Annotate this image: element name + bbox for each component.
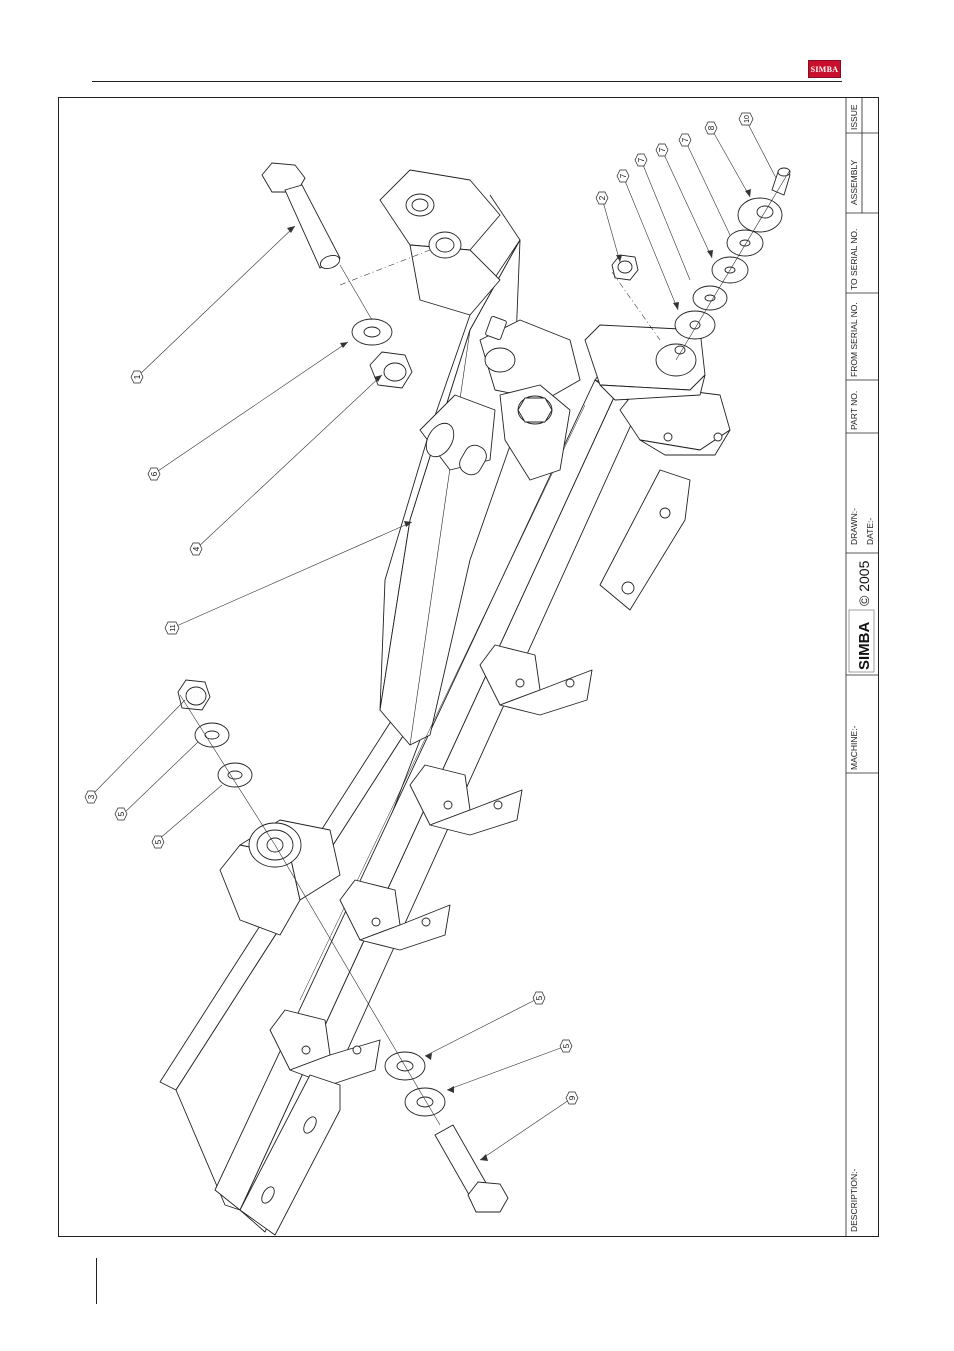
assembly-center-lines: [179, 169, 791, 1126]
bracket-2: [339, 879, 451, 951]
callout-7-d: 7: [678, 133, 692, 147]
callout-2: 2: [595, 191, 609, 205]
issue-label: ISSUE: [849, 104, 859, 130]
bracket-3: [409, 764, 523, 836]
drawn-label: DRAWN:-: [849, 508, 859, 545]
callout-5-c: 5: [532, 991, 546, 1005]
callout-balloons: 1 6 4 11 3 5 5 5: [84, 112, 754, 1105]
callout-8-label: 8: [707, 125, 716, 130]
nut-item-2: [611, 254, 639, 281]
nut-item-3: [177, 679, 211, 711]
callout-5-d-label: 5: [562, 1043, 571, 1048]
callout-3: 3: [84, 790, 98, 804]
callout-7-b: 7: [634, 153, 648, 167]
callout-1: 1: [130, 370, 144, 384]
leader-arrowheads: [287, 189, 751, 1161]
clamp-brackets: [239, 384, 731, 1236]
from-serial-label: FROM SERIAL NO.: [849, 302, 859, 377]
callout-1-label: 1: [133, 374, 142, 379]
callout-3-label: 3: [87, 794, 96, 799]
callout-6: 6: [147, 467, 161, 481]
washer-item-5-upper: [194, 722, 230, 748]
callout-10: 10: [738, 112, 754, 126]
callout-2-label: 2: [598, 195, 607, 200]
callout-5-a: 5: [114, 807, 128, 821]
date-label: DATE:-: [865, 518, 875, 545]
callout-7-c-label: 7: [658, 147, 667, 152]
callout-4: 4: [189, 542, 203, 556]
bracket-4: [479, 644, 593, 716]
callout-4-label: 4: [192, 546, 201, 551]
drawing-sheet-border: [58, 97, 879, 1237]
bolt-item-1: [261, 162, 341, 270]
callout-9-label: 9: [568, 1095, 577, 1100]
callout-5-d: 5: [559, 1039, 573, 1053]
description-label: DESCRIPTION:-: [849, 1169, 859, 1232]
simba-logo-badge: SIMBA: [808, 60, 841, 78]
logo-text: SIMBA: [810, 64, 839, 74]
title-block-brand: SIMBA © 2005: [848, 560, 875, 673]
upper-pivot-block: [379, 169, 521, 316]
washer-item-5-lower-2: [404, 1087, 446, 1117]
callout-7-b-label: 7: [637, 157, 646, 162]
copyright-text: © 2005: [856, 560, 872, 606]
nut-item-4: [369, 351, 413, 389]
page-side-rule: [96, 1258, 97, 1304]
brand-text: SIMBA: [856, 622, 873, 671]
machine-label: MACHINE:-: [849, 725, 859, 770]
washer-item-6: [351, 318, 393, 346]
to-serial-label: TO SERIAL NO.: [849, 229, 859, 290]
front-end-plate: [239, 1074, 341, 1236]
callout-7-d-label: 7: [681, 137, 690, 142]
callout-5-c-label: 5: [535, 995, 544, 1000]
leader-lines: [91, 119, 777, 1161]
washer-item-5-upper-2: [217, 762, 253, 788]
callout-5-b-label: 5: [154, 839, 163, 844]
callout-7-a: 7: [616, 169, 630, 183]
rear-bracket: [619, 384, 731, 456]
part-no-label: PART NO.: [849, 391, 859, 430]
callout-6-label: 6: [150, 471, 159, 476]
fasteners: [177, 162, 791, 1213]
callout-11: 11: [164, 621, 180, 635]
mid-pivot-block: [419, 315, 581, 481]
header-rule: [92, 81, 842, 82]
callout-10-label: 10: [744, 115, 751, 123]
callout-11-label: 11: [170, 624, 177, 631]
callout-7-a-label: 7: [619, 173, 628, 178]
callout-5-a-label: 5: [117, 811, 126, 816]
screw-item-10: [771, 167, 791, 196]
callout-8: 8: [704, 121, 718, 135]
callout-5-b: 5: [151, 835, 165, 849]
bracket-1: [269, 1009, 381, 1086]
callout-9: 9: [565, 1091, 579, 1105]
callout-7-c: 7: [655, 143, 669, 157]
side-plate: [599, 469, 691, 611]
bolt-item-9: [434, 1124, 509, 1213]
assembly-label: ASSEMBLY: [849, 159, 859, 205]
cap-item-8: [737, 197, 783, 233]
title-block: [845, 98, 878, 1236]
